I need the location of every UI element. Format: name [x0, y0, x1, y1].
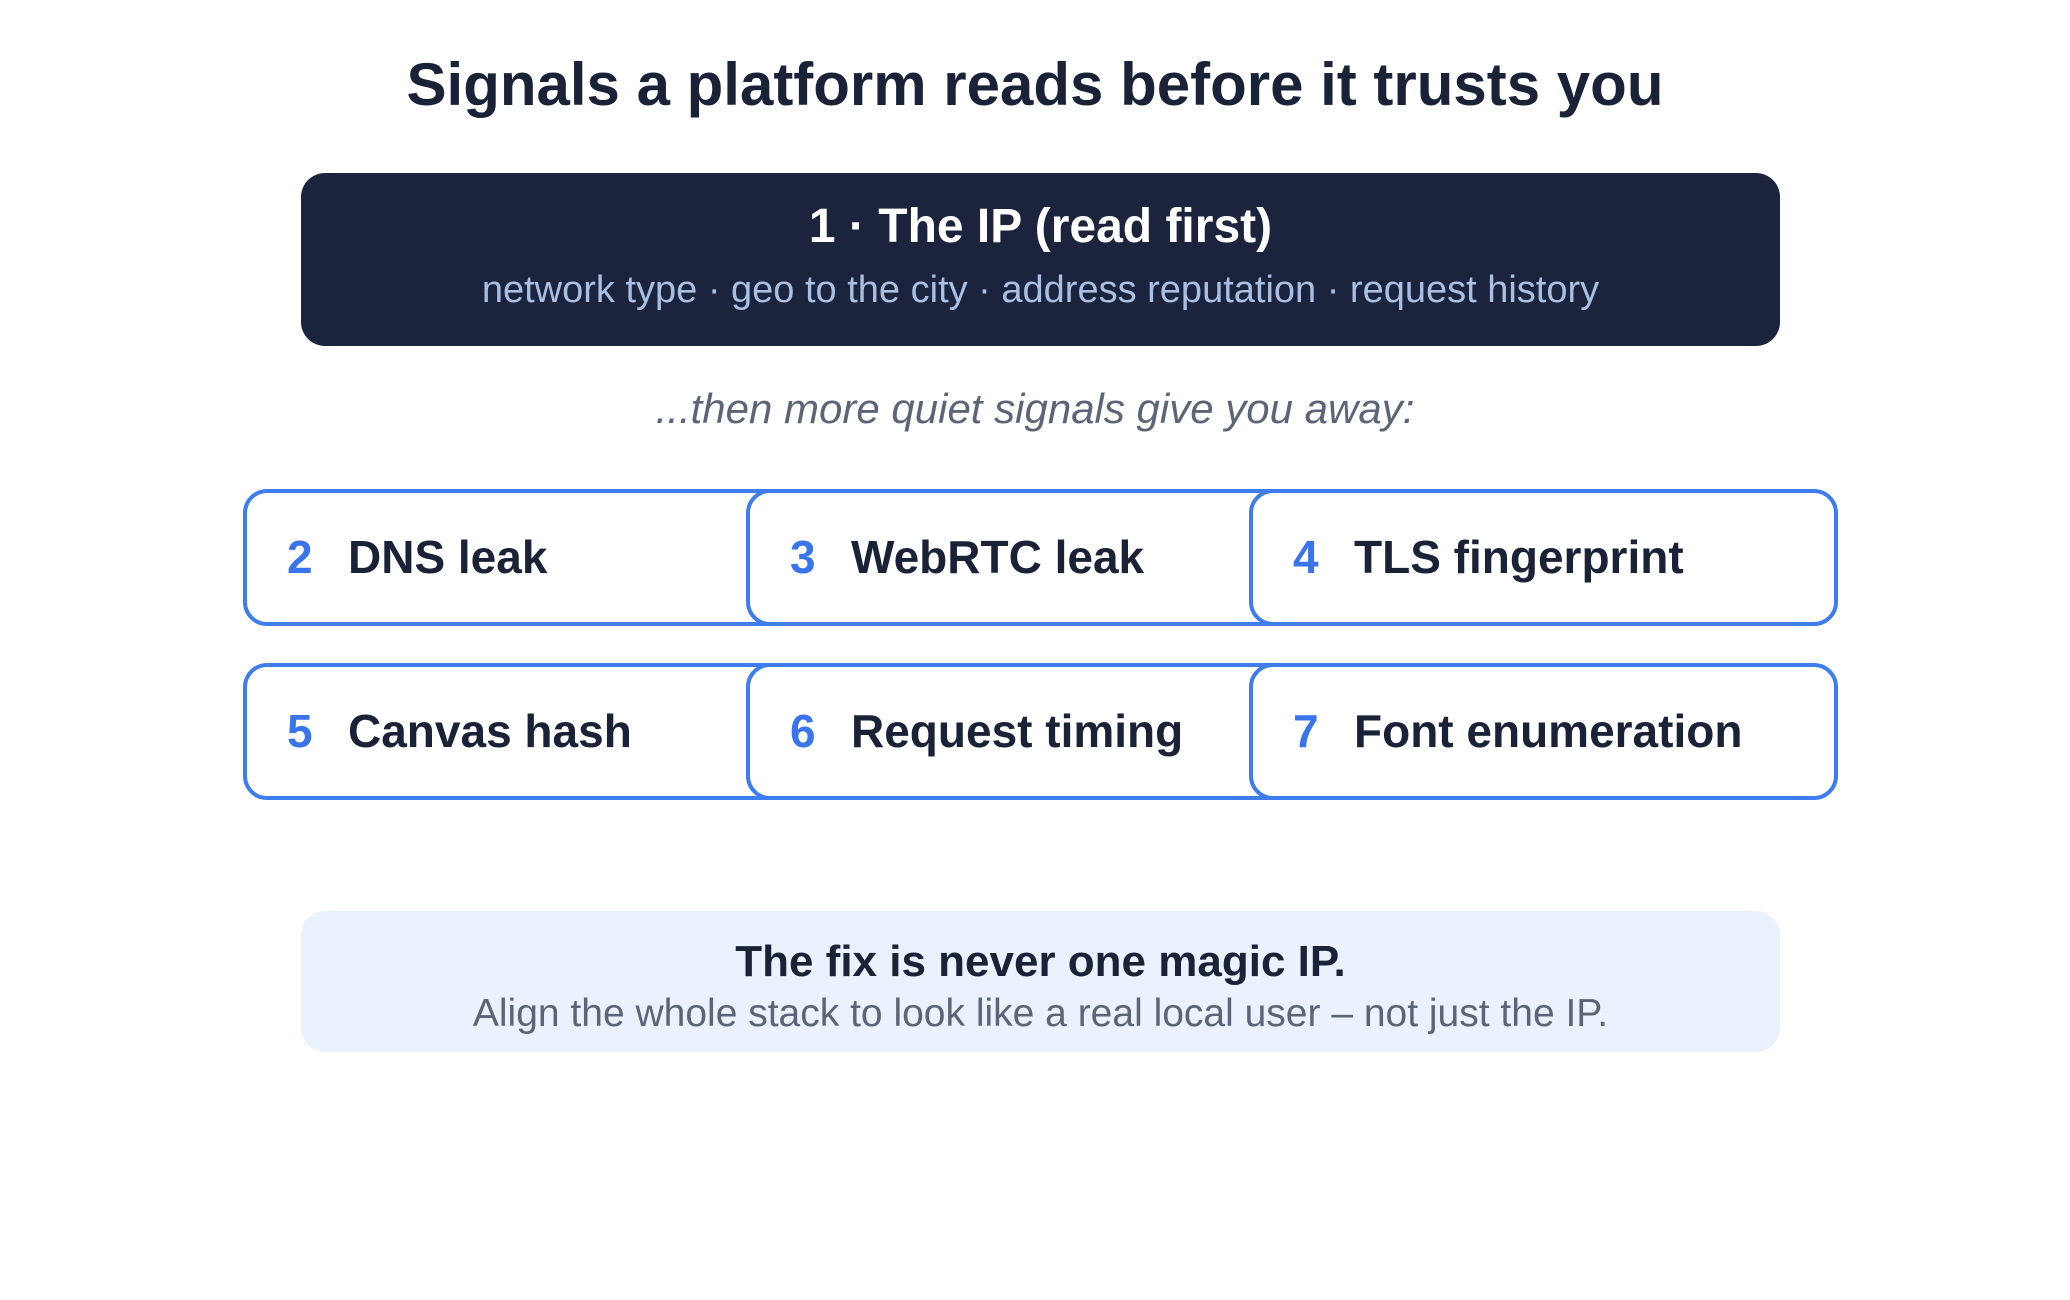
fix-callout-title: The fix is never one magic IP.: [735, 937, 1346, 986]
signal-label: WebRTC leak: [851, 531, 1145, 583]
fix-callout: The fix is never one magic IP. Align the…: [301, 911, 1780, 1052]
ip-signal-box: 1 · The IP (read first) network type · g…: [301, 173, 1780, 346]
ip-signal-title: 1 · The IP (read first): [808, 200, 1273, 253]
signal-number: 5: [287, 705, 313, 757]
signal-number: 7: [1293, 705, 1319, 757]
signal-label: DNS leak: [348, 531, 548, 583]
signal-card-font-enumeration: 7 Font enumeration: [1249, 663, 1838, 800]
signal-card-request-timing: 6 Request timing: [746, 663, 1336, 800]
signal-number: 6: [790, 705, 816, 757]
signal-label: Canvas hash: [348, 705, 632, 757]
page-title: Signals a platform reads before it trust…: [406, 51, 1664, 118]
fix-callout-text: Align the whole stack to look like a rea…: [472, 992, 1609, 1035]
signal-label: Request timing: [851, 705, 1184, 757]
transition-text: ...then more quiet signals give you away…: [655, 385, 1415, 432]
signal-number: 4: [1293, 531, 1319, 583]
ip-signal-details: network type · geo to the city · address…: [481, 269, 1600, 311]
signal-card-webrtc-leak: 3 WebRTC leak: [746, 489, 1336, 626]
signal-label: Font enumeration: [1354, 705, 1743, 757]
signal-card-tls-fingerprint: 4 TLS fingerprint: [1249, 489, 1838, 626]
signal-number: 2: [287, 531, 313, 583]
signal-card-dns-leak: 2 DNS leak: [243, 489, 835, 626]
signal-label: TLS fingerprint: [1354, 531, 1684, 583]
signal-number: 3: [790, 531, 816, 583]
